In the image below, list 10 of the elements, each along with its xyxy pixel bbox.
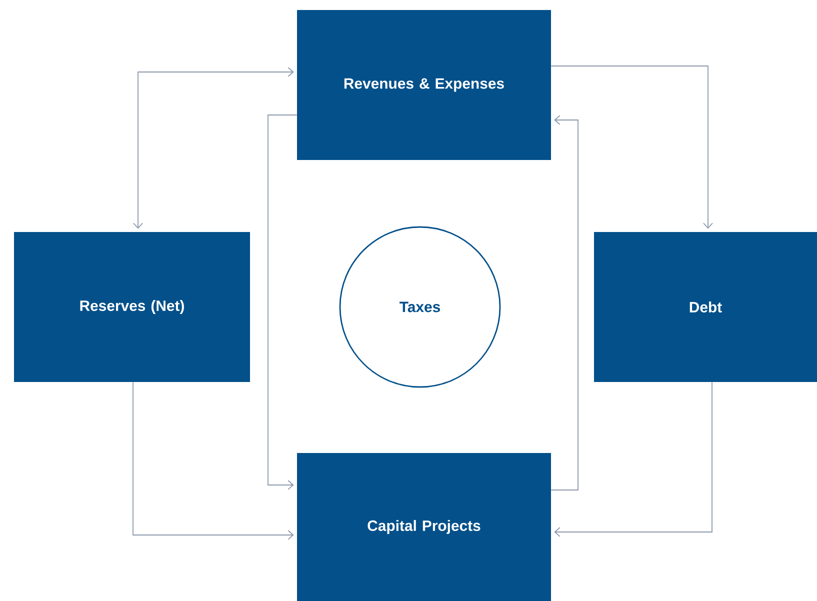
process-box: Capital Projects xyxy=(297,453,551,601)
arrow xyxy=(132,382,294,540)
process-box: Revenues & Expenses xyxy=(297,10,551,160)
arrow xyxy=(268,114,298,490)
arrow xyxy=(554,382,712,537)
process-box: Reserves (Net) xyxy=(14,232,250,382)
arrow xyxy=(133,67,294,229)
arrow xyxy=(550,115,578,490)
process-box: Debt xyxy=(594,232,817,382)
arrow xyxy=(550,66,713,229)
